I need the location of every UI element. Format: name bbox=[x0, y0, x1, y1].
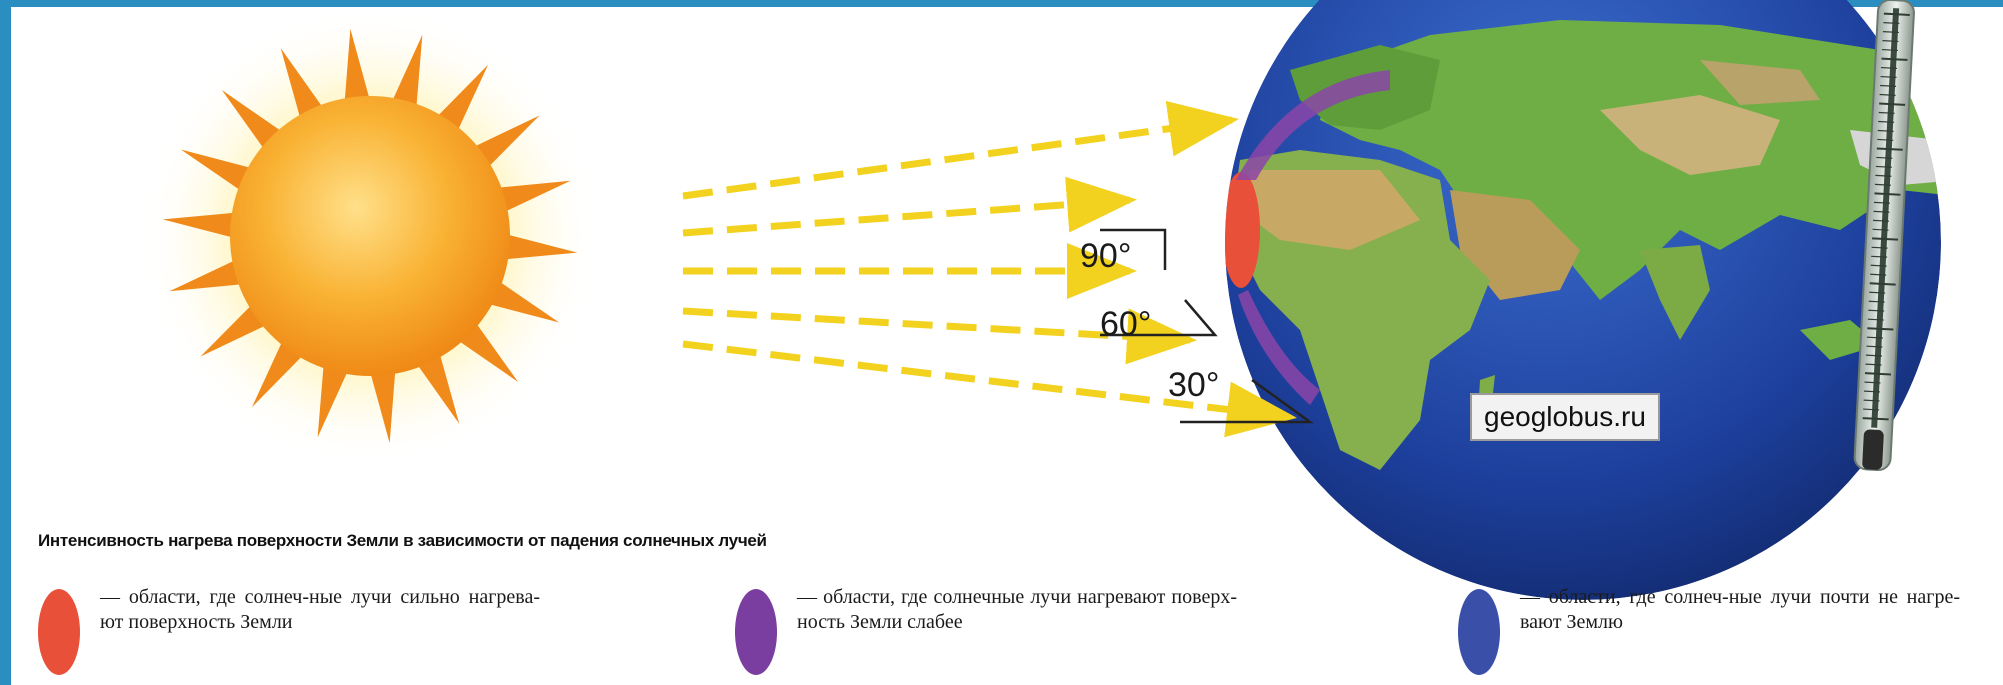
angle-marker-60 bbox=[1100, 299, 1218, 337]
thermometer-tick bbox=[1877, 138, 1894, 141]
thermometer-tick bbox=[1866, 336, 1883, 339]
angle-label-90: 90° bbox=[1080, 237, 1131, 275]
thermometer-tick bbox=[1874, 192, 1901, 196]
globe-icon bbox=[1225, 0, 1941, 600]
sun-icon bbox=[140, 6, 600, 466]
thermometer-icon bbox=[1853, 0, 1915, 471]
thermometer-tick bbox=[1868, 309, 1885, 312]
thermometer-tick bbox=[1866, 345, 1883, 348]
thermometer-tick bbox=[1880, 75, 1897, 78]
thermometer-tick bbox=[1863, 408, 1880, 411]
thermometer-tick bbox=[1880, 84, 1897, 87]
thermometer-tick bbox=[1878, 120, 1895, 123]
thermometer-tick bbox=[1873, 210, 1890, 213]
legend-swatch-red bbox=[38, 589, 80, 675]
sun-ray bbox=[344, 28, 372, 111]
thermometer-tick bbox=[1865, 354, 1882, 357]
thermometer-tick bbox=[1880, 66, 1898, 69]
thermometer-tick bbox=[1871, 246, 1888, 249]
thermometer-tick bbox=[1867, 318, 1884, 321]
thermometer-tick bbox=[1879, 102, 1906, 106]
legend-item-weak: — области, где солнеч-ные лучи почти не … bbox=[1458, 585, 1978, 680]
diagram-caption: Интенсивность нагрева поверхности Земли … bbox=[38, 531, 767, 550]
sunbeam-5 bbox=[682, 340, 1297, 438]
legend-swatch-purple bbox=[735, 589, 777, 675]
thermometer-tick bbox=[1864, 372, 1892, 376]
frame-left-border bbox=[0, 0, 11, 685]
thermometer-tick bbox=[1878, 111, 1895, 114]
thermometer-tick bbox=[1870, 264, 1887, 267]
thermometer-tick bbox=[1882, 31, 1899, 34]
thermometer-tick bbox=[1869, 282, 1896, 286]
thermometer-tick bbox=[1871, 255, 1888, 258]
thermometer-tick bbox=[1872, 219, 1890, 222]
thermometer-tick bbox=[1879, 93, 1896, 96]
thermometer-tick bbox=[1870, 273, 1887, 276]
angle-markers bbox=[1100, 228, 1314, 424]
thermometer-tick bbox=[1864, 381, 1881, 384]
thermometer-tick bbox=[1881, 48, 1898, 52]
thermometer-tick bbox=[1867, 327, 1894, 331]
thermometer-tick bbox=[1875, 165, 1892, 168]
legend-text-weaker: — области, где солнечные лучи нагревают … bbox=[797, 586, 1237, 633]
legend-item-strong: — области, где солнеч-ные лучи сильно на… bbox=[38, 585, 558, 680]
thermometer-tick bbox=[1862, 417, 1889, 421]
thermometer-tick bbox=[1874, 183, 1891, 186]
thermometer-tick bbox=[1883, 12, 1910, 16]
sunbeam-2 bbox=[682, 176, 1137, 237]
angle-label-30: 30° bbox=[1168, 366, 1219, 404]
sun-ray bbox=[368, 361, 396, 444]
thermometer-tick bbox=[1883, 22, 1900, 25]
thermometer-tick bbox=[1876, 147, 1903, 151]
sunbeam-1 bbox=[682, 100, 1239, 200]
legend-item-weaker: — области, где солнечные лучи нагревают … bbox=[735, 585, 1255, 680]
sun-ray bbox=[488, 180, 571, 216]
thermometer-tick bbox=[1865, 363, 1882, 366]
legend-text-weak: — области, где солнеч-ные лучи почти не … bbox=[1520, 586, 1960, 633]
sun-ray bbox=[495, 232, 578, 261]
thermometer-tick bbox=[1875, 174, 1892, 177]
sun-ray bbox=[388, 34, 423, 117]
thermometer-tick bbox=[1872, 228, 1889, 231]
thermometer-tick bbox=[1868, 300, 1885, 303]
sun-ray bbox=[317, 355, 352, 438]
frame-top-border bbox=[0, 0, 2003, 7]
thermometer-tick bbox=[1869, 291, 1886, 294]
legend-swatch-blue bbox=[1458, 589, 1500, 675]
thermometer-tick bbox=[1864, 390, 1881, 393]
legend-text-strong: — области, где солнеч-ные лучи сильно на… bbox=[100, 586, 540, 633]
thermometer-tick bbox=[1882, 39, 1899, 43]
sun-ray bbox=[169, 256, 252, 292]
thermometer-tick bbox=[1863, 399, 1880, 402]
thermometer-tick bbox=[1876, 156, 1893, 159]
angle-label-60: 60° bbox=[1100, 305, 1151, 343]
watermark: geoglobus.ru bbox=[1470, 393, 1660, 441]
thermometer-tick bbox=[1873, 201, 1890, 204]
angle-marker-90 bbox=[1100, 228, 1167, 270]
thermometer-tick bbox=[1877, 129, 1894, 132]
sun-ray bbox=[162, 211, 245, 240]
angle-marker-30 bbox=[1180, 378, 1314, 424]
thermometer-tick bbox=[1881, 57, 1908, 61]
thermometer-tick bbox=[1872, 237, 1899, 241]
